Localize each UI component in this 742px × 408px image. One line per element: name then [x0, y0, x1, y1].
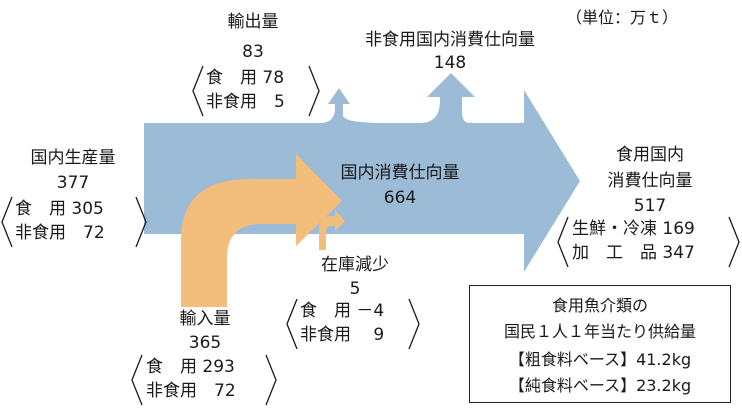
stock-nonfood: 非食用 9	[300, 325, 385, 345]
consumption-title: 国内消費仕向量	[340, 163, 460, 183]
unit-label: （単位：万ｔ）	[566, 8, 679, 27]
per-capita-supply-box: 食用魚介類の 国民１人１年当たり供給量 【粗食料ベース】41.2kg 【純食料ベ…	[469, 285, 731, 403]
food-fresh-frozen: 生鮮・冷凍 169	[572, 219, 695, 239]
export-value: 83	[242, 42, 264, 62]
food-value: 517	[633, 196, 667, 216]
production-food: 食 用 305	[15, 199, 104, 219]
production-nonfood: 非食用 72	[15, 223, 105, 243]
food-title-1: 食用国内	[616, 145, 684, 165]
consumption-value: 664	[383, 188, 417, 208]
import-value: 365	[188, 333, 222, 353]
export-food: 食 用 78	[206, 68, 285, 88]
stock-food: 食 用 －4	[300, 301, 385, 321]
nonfood-title: 非食用国内消費仕向量	[365, 30, 535, 50]
stock-title: 在庫減少	[321, 255, 389, 275]
info-line-1: 食用魚介類の	[551, 296, 648, 315]
import-food: 食 用 293	[146, 357, 235, 377]
food-processed: 加 工 品 347	[572, 243, 695, 263]
production-value: 377	[56, 173, 90, 193]
info-line-2: 国民１人１年当たり供給量	[503, 322, 696, 341]
info-line-4: 【純食料ベース】23.2kg	[508, 376, 692, 395]
nonfood-value: 148	[433, 53, 467, 73]
import-nonfood: 非食用 72	[146, 381, 236, 401]
stock-value: 5	[349, 279, 361, 299]
import-flow	[181, 154, 342, 307]
production-title: 国内生産量	[30, 148, 116, 168]
import-title: 輸入量	[179, 309, 231, 329]
bracket-group	[1, 65, 740, 406]
export-title: 輸出量	[227, 12, 279, 32]
food-title-2: 消費仕向量	[607, 171, 693, 191]
export-nonfood: 非食用 5	[206, 92, 285, 112]
info-line-3: 【粗食料ベース】41.2kg	[508, 350, 692, 369]
stock-flow	[319, 210, 345, 250]
